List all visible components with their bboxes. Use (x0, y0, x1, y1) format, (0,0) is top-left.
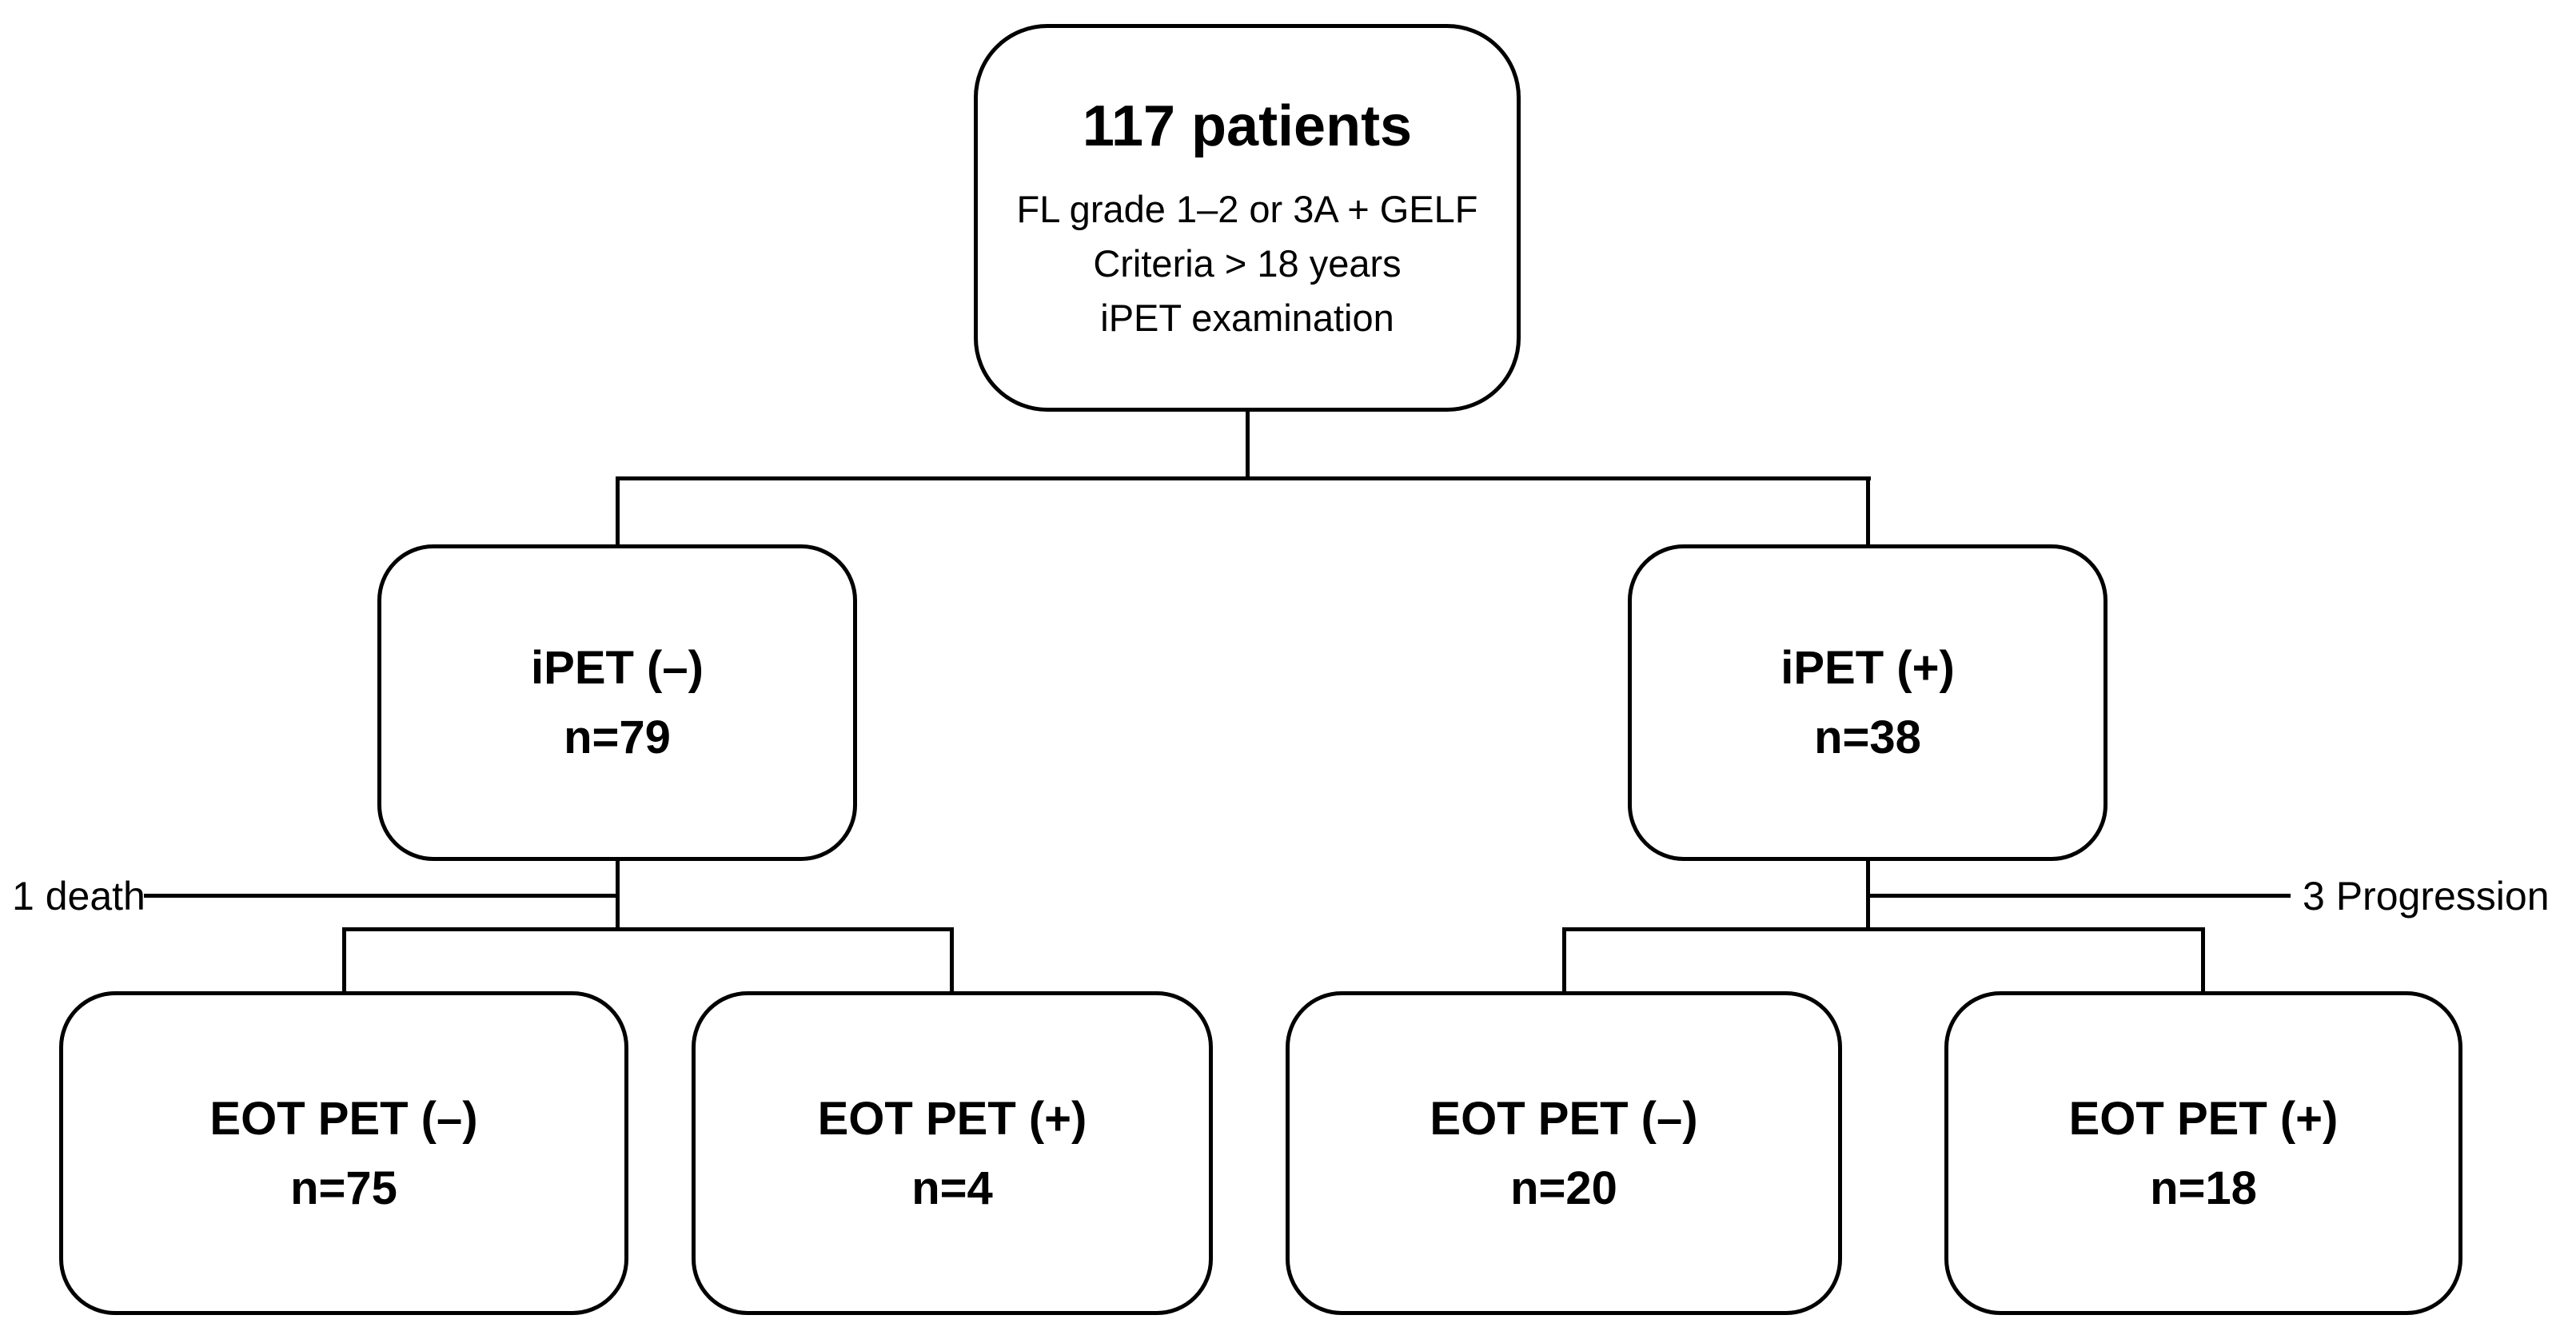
connector-eot-pos4-stub (950, 927, 954, 995)
node-eot-neg20-label: EOT PET (–) (1430, 1092, 1698, 1145)
node-eot-neg75-label: EOT PET (–) (209, 1092, 478, 1145)
connector-ipet-positive-drop (1866, 476, 1870, 548)
connector-eot-pos18-stub (2201, 927, 2205, 995)
node-enrolled-criteria-line-2: Criteria > 18 years (1093, 242, 1402, 285)
node-ipet-positive-label: iPET (+) (1780, 642, 1955, 694)
connector-ipet-negative-drop (616, 476, 620, 548)
node-ipet-negative-label: iPET (–) (531, 642, 704, 694)
connector-root-stem (1246, 410, 1250, 480)
node-eot-pos4-count: n=4 (911, 1162, 993, 1214)
node-eot-pet-negative-20: EOT PET (–) n=20 (1286, 991, 1842, 1315)
node-enrolled-patients: 117 patients FL grade 1–2 or 3A + GELF C… (974, 24, 1521, 412)
node-eot-pos18-label: EOT PET (+) (2068, 1092, 2339, 1145)
annotation-death: 1 death (12, 874, 146, 919)
node-eot-pet-negative-75: EOT PET (–) n=75 (59, 991, 628, 1315)
node-eot-neg75-count: n=75 (290, 1162, 397, 1214)
node-eot-pos4-label: EOT PET (+) (817, 1092, 1087, 1145)
connector-death-line (144, 894, 617, 898)
connector-ipet-negative-stem (616, 857, 620, 931)
node-eot-pet-positive-4: EOT PET (+) n=4 (692, 991, 1213, 1315)
node-enrolled-title: 117 patients (1082, 94, 1413, 159)
connector-left-split (342, 927, 954, 931)
node-eot-pos18-count: n=18 (2150, 1162, 2257, 1214)
connector-progression-line (1868, 894, 2291, 898)
node-ipet-positive: iPET (+) n=38 (1628, 544, 2107, 861)
node-ipet-positive-count: n=38 (1814, 711, 1921, 763)
connector-eot-neg75-stub (342, 927, 346, 995)
annotation-progression: 3 Progression (2303, 874, 2550, 919)
node-ipet-negative: iPET (–) n=79 (377, 544, 857, 861)
node-enrolled-criteria-line-1: FL grade 1–2 or 3A + GELF (1016, 188, 1478, 231)
node-eot-neg20-count: n=20 (1510, 1162, 1617, 1214)
connector-level2-horizontal (616, 476, 1871, 480)
node-ipet-negative-count: n=79 (564, 711, 671, 763)
connector-eot-neg20-stub (1562, 927, 1566, 995)
node-enrolled-criteria-line-3: iPET examination (1100, 297, 1394, 340)
node-eot-pet-positive-18: EOT PET (+) n=18 (1944, 991, 2462, 1315)
connector-right-split (1562, 927, 2205, 931)
